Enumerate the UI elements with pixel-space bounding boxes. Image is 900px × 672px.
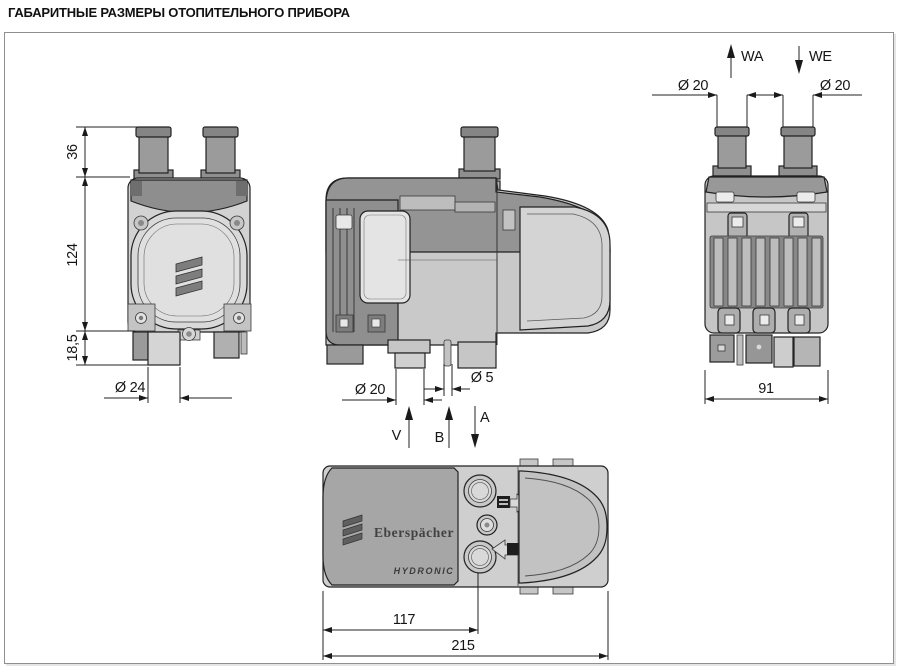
side-dim-fuel: Ø 5 <box>471 370 494 386</box>
rear-view: WA WE Ø 20 Ø 20 <box>652 44 862 404</box>
rear-dim-left-port: Ø 20 <box>678 78 708 94</box>
top-view: Eberspächer HYDRONIC <box>322 458 609 660</box>
water-inlet-direction-icon <box>491 539 519 560</box>
water-inlet-arrow: WE <box>795 46 833 74</box>
rear-dim-right-port: Ø 20 <box>820 78 850 94</box>
top-total-length-dimension: 215 <box>323 591 609 660</box>
brand-wordmark: Eberspächer <box>374 525 454 540</box>
rear-lower-clips <box>717 307 811 334</box>
top-dim-total: 215 <box>451 638 475 654</box>
rear-upper-clips <box>727 212 809 239</box>
rear-top-band <box>705 176 828 198</box>
front-screws <box>127 215 252 341</box>
rear-connectors <box>709 334 821 368</box>
side-mid-details <box>398 195 516 261</box>
flow-arrow-b: B <box>435 406 453 448</box>
front-water-ports <box>133 126 241 181</box>
top-heater-cover <box>322 467 459 586</box>
model-wordmark: HYDRONIC <box>394 566 455 576</box>
rear-label-we: WE <box>809 49 832 65</box>
side-fuel-dimension: Ø 5 <box>424 364 494 396</box>
rear-rib-field <box>709 235 824 309</box>
side-exhaust-dimension: Ø 20 <box>342 369 442 405</box>
rear-water-ports <box>712 126 818 177</box>
rear-port-dimensions: Ø 20 Ø 20 <box>652 78 862 127</box>
front-view: 36 124 18,5 Ø 24 <box>65 126 252 403</box>
side-dim-exhaust: Ø 20 <box>355 382 385 398</box>
side-label-a: A <box>480 410 490 426</box>
eberspaecher-logo-small-icon <box>342 514 363 546</box>
front-height-dimensions: 36 124 18,5 <box>65 126 168 366</box>
side-bottom-ports <box>326 339 497 369</box>
front-dim-bottom: 18,5 <box>65 334 81 361</box>
top-mount-tabs <box>519 458 574 595</box>
side-view: Ø 20 Ø 5 V B <box>325 126 611 448</box>
flow-arrow-v: V <box>392 406 413 448</box>
side-label-b: B <box>435 430 444 446</box>
flow-arrow-a: A <box>471 406 490 448</box>
side-blower-cover <box>519 206 611 331</box>
eberspaecher-logo-icon <box>175 256 203 297</box>
side-mount-plate <box>325 199 411 346</box>
water-outlet-arrow: WA <box>727 44 764 78</box>
front-dim-top: 36 <box>65 144 81 160</box>
page-title: ГАБАРИТНЫЕ РАЗМЕРЫ ОТОПИТЕЛЬНОГО ПРИБОРА <box>8 5 350 20</box>
rear-label-wa: WA <box>741 49 764 65</box>
front-cover <box>130 210 248 330</box>
top-mid-section <box>463 467 519 586</box>
rear-width-dimension: 91 <box>704 370 829 404</box>
rear-dim-width: 91 <box>758 381 774 397</box>
top-dim-partial: 117 <box>393 612 415 628</box>
side-label-v: V <box>392 428 402 444</box>
top-partial-length-dimension: 117 <box>322 573 479 660</box>
top-blower-cover <box>518 470 608 584</box>
front-dim-port: Ø 24 <box>115 380 145 396</box>
front-dim-body: 124 <box>65 243 81 267</box>
front-bottom-ports <box>132 331 248 366</box>
front-port-dimension: Ø 24 <box>104 367 232 403</box>
